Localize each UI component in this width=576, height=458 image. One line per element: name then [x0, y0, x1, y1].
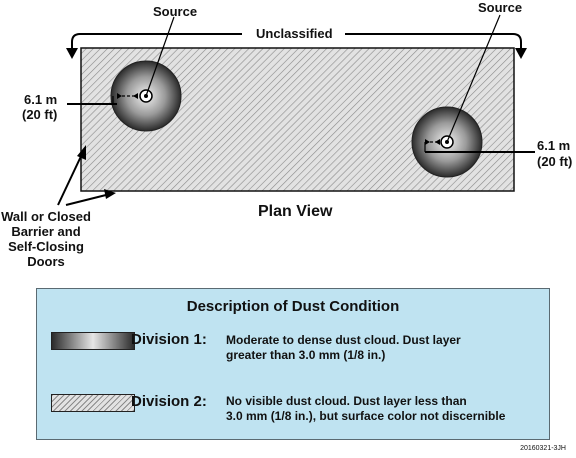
unclassified-bracket [71, 33, 242, 56]
division2-description: No visible dust cloud. Dust layer less t… [226, 394, 546, 424]
division2-description-line-1: No visible dust cloud. Dust layer less t… [226, 394, 467, 408]
wall-label-line-4: Doors [27, 254, 65, 269]
distance-label-right-ft: (20 ft) [537, 154, 573, 169]
plan-view-title: Plan View [258, 203, 333, 220]
wall-label-line-2: Barrier and [11, 224, 81, 239]
figure-id: 20160321-3JH [520, 445, 566, 452]
distance-label-left-m: 6.1 m [24, 92, 58, 107]
wall-arrow-2 [65, 193, 111, 206]
division2-swatch [51, 394, 135, 412]
division2-description-line-2: 3.0 mm (1/8 in.), but surface color not … [226, 409, 506, 423]
wall-arrow-1 [57, 151, 84, 206]
legend-box: Description of Dust Condition Division 1… [36, 288, 550, 440]
unclassified-label: Unclassified [256, 26, 333, 41]
division1-description-line-2: greater than 3.0 mm (1/8 in.) [226, 348, 386, 362]
wall-label: Wall or Closed Barrier and Self-Closing … [0, 209, 92, 269]
division1-description: Moderate to dense dust cloud. Dust layer… [226, 333, 546, 363]
source-label-right: Source [478, 0, 523, 15]
legend-title: Description of Dust Condition [186, 298, 400, 315]
source-label-left: Source [153, 4, 198, 19]
distance-label-left-ft: (20 ft) [22, 107, 58, 122]
wall-label-line-3: Self-Closing [8, 239, 84, 254]
division2-name: Division 2: [131, 393, 207, 410]
division1-swatch [51, 332, 135, 350]
division1-description-line-1: Moderate to dense dust cloud. Dust layer [226, 333, 461, 347]
distance-label-right-m: 6.1 m [537, 138, 571, 153]
wall-label-line-1: Wall or Closed [1, 209, 91, 224]
division1-name: Division 1: [131, 331, 207, 348]
